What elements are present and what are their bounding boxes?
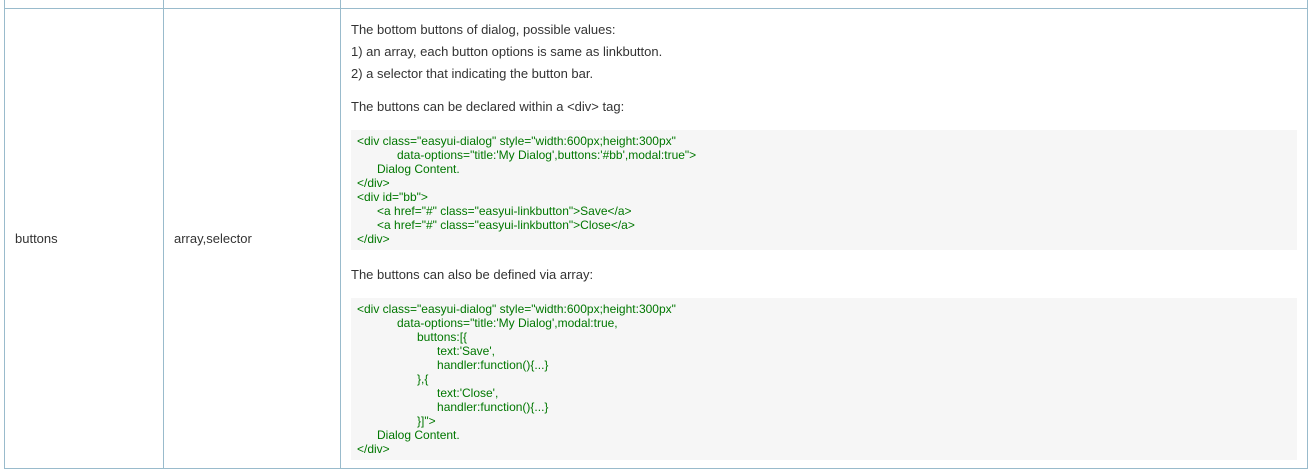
previous-row-name-cell [4,0,164,9]
description-paragraph: The buttons can be declared within a <di… [351,99,625,114]
property-type-cell: array,selector [163,8,341,469]
description-line: 1) an array, each button options is same… [351,44,663,59]
description-paragraph: The buttons can also be defined via arra… [351,267,594,282]
property-description-cell: The bottom buttons of dialog, possible v… [340,8,1308,469]
code-example-array: <div class="easyui-dialog" style="width:… [351,298,1297,460]
property-type: array,selector [174,231,252,246]
previous-row-desc-cell [340,0,1308,9]
description-line: 2) a selector that indicating the button… [351,66,594,81]
code-example-div: <div class="easyui-dialog" style="width:… [351,130,1297,250]
property-name-cell: buttons [4,8,164,469]
properties-table: buttons array,selector The bottom button… [4,0,1308,469]
table-row-buttons: buttons array,selector The bottom button… [4,8,1308,469]
description-line: The bottom buttons of dialog, possible v… [351,22,616,37]
property-name: buttons [15,231,58,246]
previous-row-type-cell [163,0,341,9]
table-row-previous [4,0,1308,9]
